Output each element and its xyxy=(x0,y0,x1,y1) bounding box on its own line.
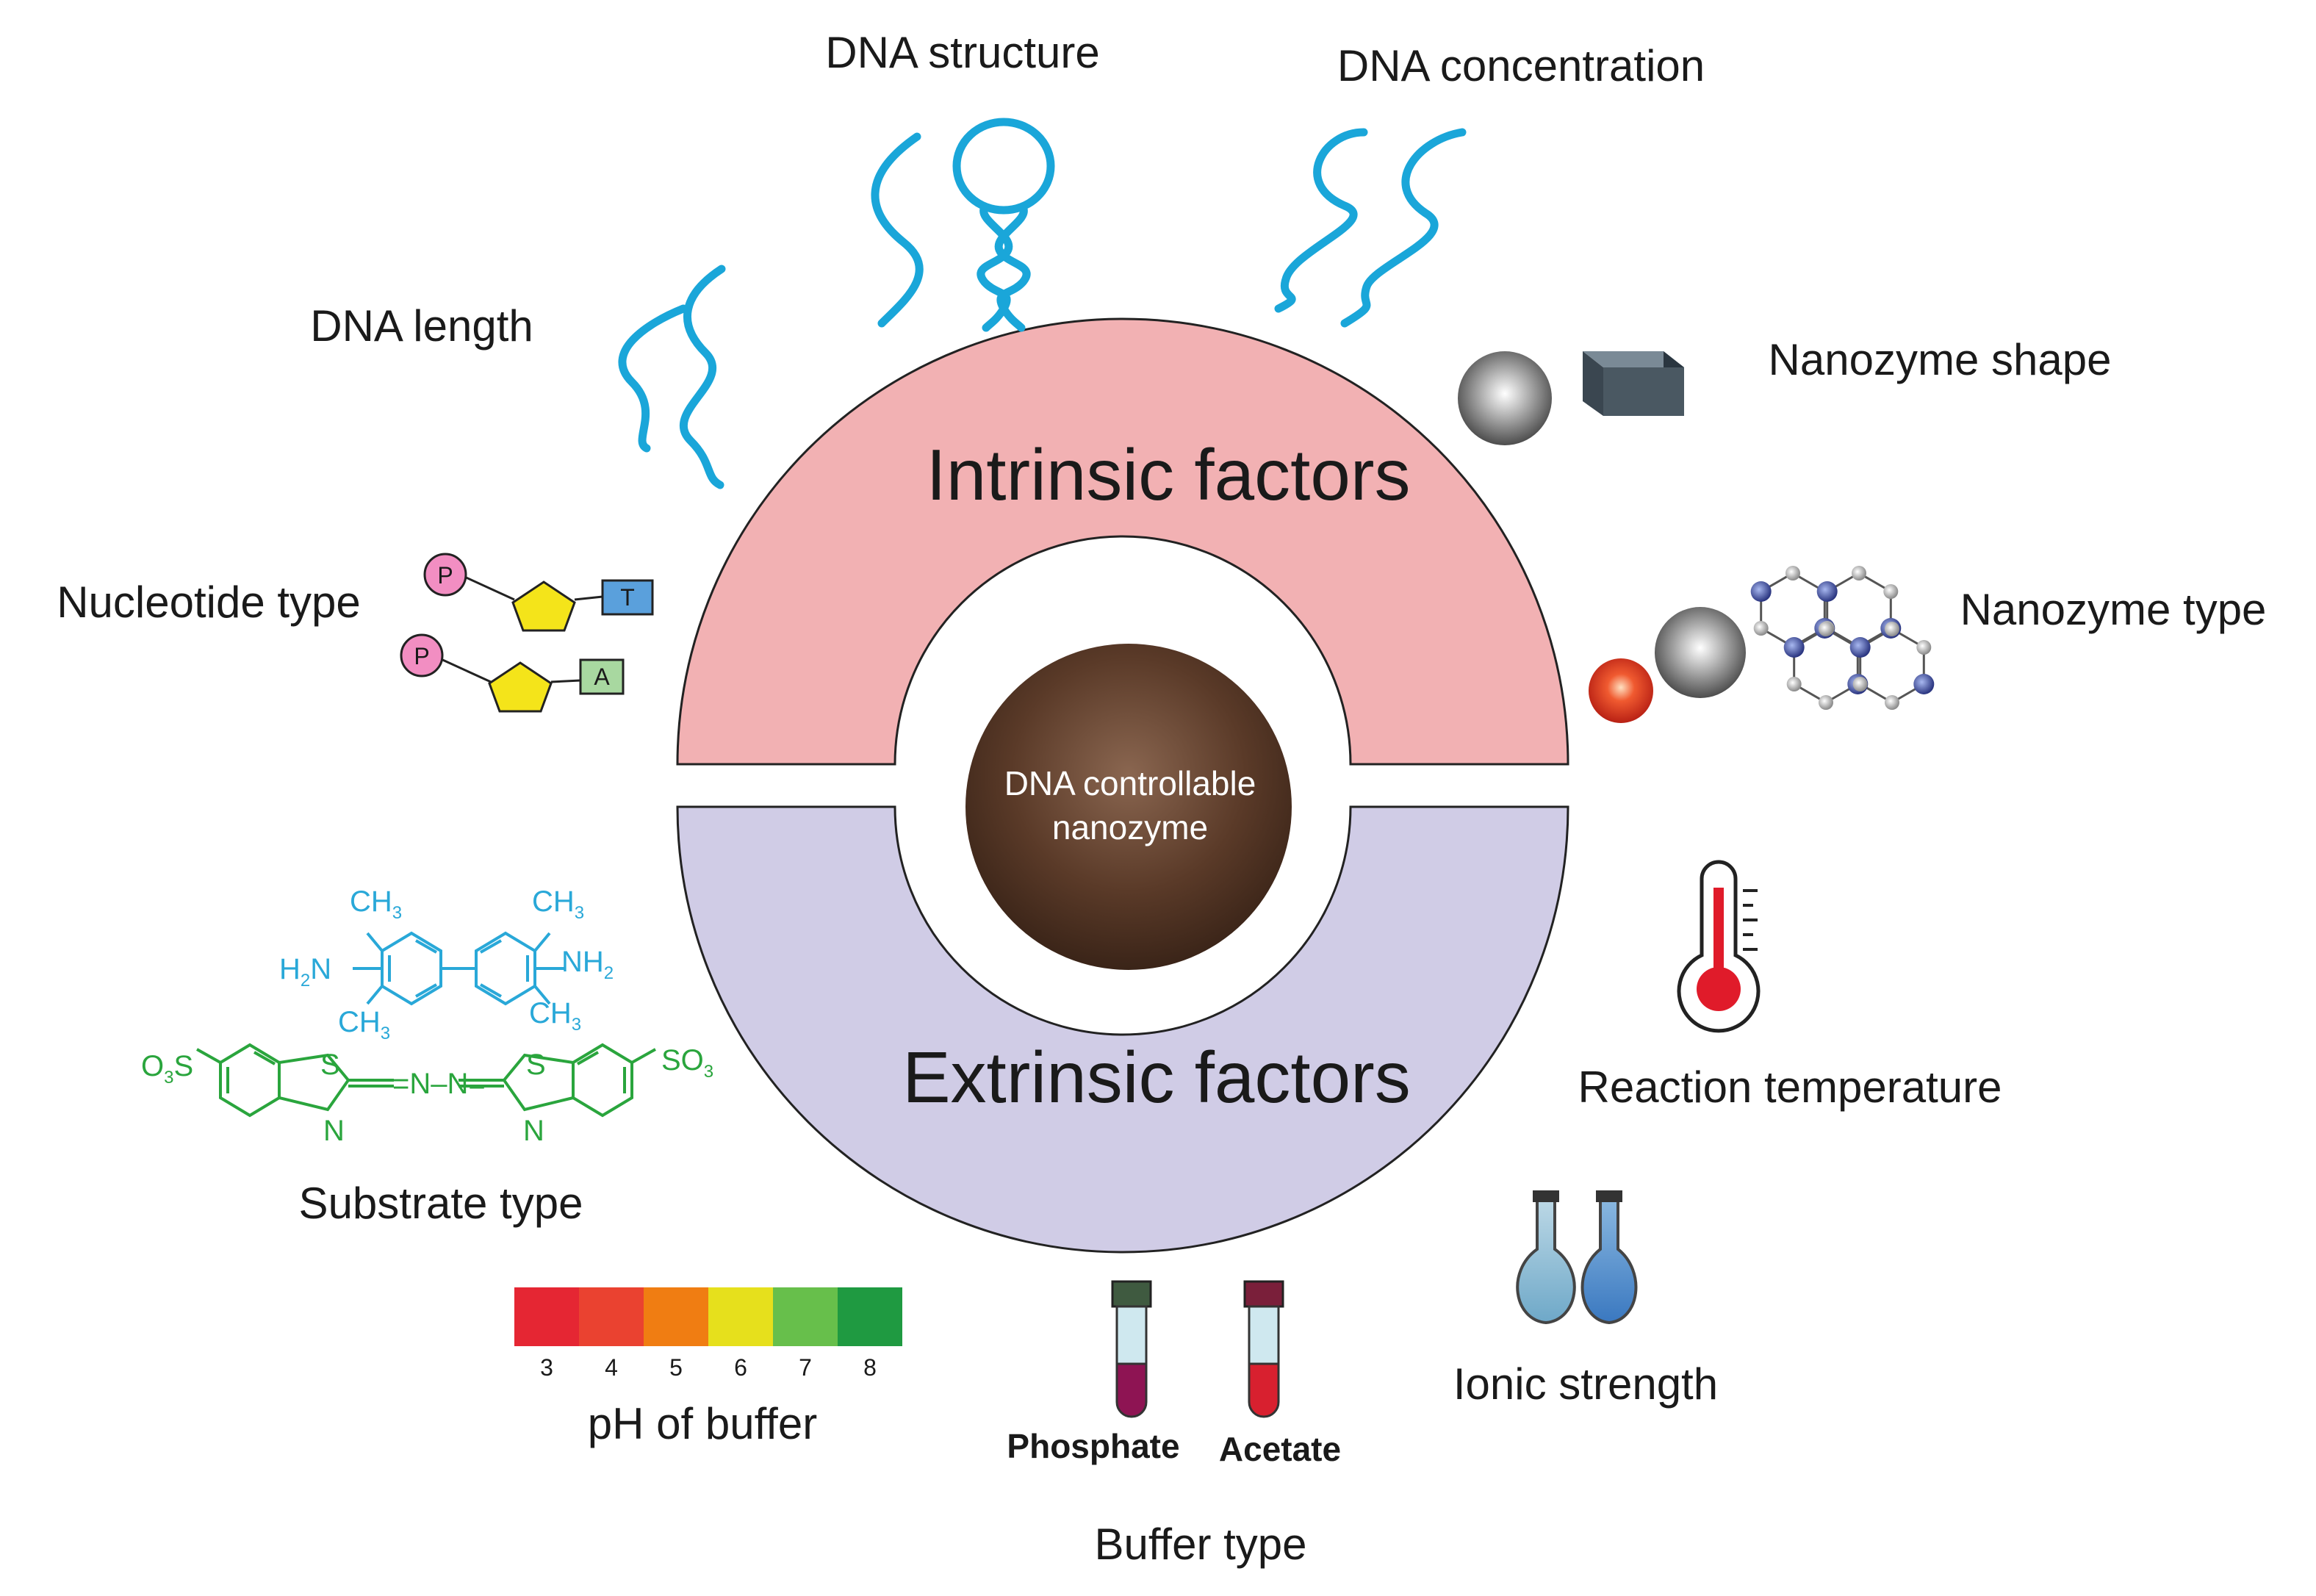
acetate-label: Acetate xyxy=(1219,1430,1341,1468)
phosphate-icon xyxy=(423,553,467,597)
ph-swatch xyxy=(708,1287,773,1346)
carbon-atom xyxy=(1819,622,1833,636)
carbon-atom xyxy=(1753,621,1769,636)
tmb-nh2: NH2 xyxy=(561,946,614,983)
carbon-atom xyxy=(1786,677,1802,691)
grey-nanoparticle-icon xyxy=(1655,607,1746,698)
intrinsic-title: Intrinsic factors xyxy=(927,434,1411,515)
dna-concentration-icon xyxy=(1274,128,1467,328)
ph-tick-label: 5 xyxy=(669,1354,683,1381)
ph-tick-label: 3 xyxy=(540,1354,553,1381)
center-label-line2: nanozyme xyxy=(1052,808,1208,846)
nucleotide-type-label: Nucleotide type xyxy=(57,578,361,627)
flask-icon-left xyxy=(1516,1190,1576,1325)
abts-so3-right: SO3 xyxy=(661,1044,713,1082)
dna-hairpin-icon xyxy=(952,118,1055,332)
nitrogen-atom xyxy=(1750,581,1772,602)
nitrogen-atom xyxy=(1849,637,1871,658)
ph-swatch xyxy=(514,1287,579,1346)
nitrogen-atom xyxy=(1816,581,1838,602)
tmb-ch3-topleft: CH3 xyxy=(350,885,402,923)
dna-length-icon xyxy=(618,265,726,489)
tmb-ch3-bottomright: CH3 xyxy=(529,997,581,1035)
test-tube-icon xyxy=(1243,1280,1284,1418)
ph-tick-label: 6 xyxy=(734,1354,747,1381)
ph-color-scale xyxy=(514,1287,902,1346)
dna-length-label: DNA length xyxy=(310,301,533,351)
carbon-atom xyxy=(1785,566,1800,580)
nanozyme-type-label: Nanozyme type xyxy=(1960,585,2267,634)
tmb-ch3-bottomleft: CH3 xyxy=(338,1006,390,1043)
nucleotide-t: P T xyxy=(423,553,654,632)
phosphate-letter: P xyxy=(437,562,453,589)
dna-structure-label: DNA structure xyxy=(825,28,1099,77)
tmb-h2n: H2N xyxy=(279,953,331,991)
tmb-structure xyxy=(353,931,564,1006)
carbon-atom xyxy=(1885,622,1899,636)
carbon-atom xyxy=(1852,566,1866,580)
buffer-tubes xyxy=(1111,1280,1284,1418)
base-t-box xyxy=(601,579,654,616)
sugar-icon xyxy=(488,661,553,713)
carbon-atom xyxy=(1883,584,1899,599)
intrinsic-arc xyxy=(676,317,1569,766)
extrinsic-title: Extrinsic factors xyxy=(902,1037,1411,1118)
substrate-type-label: Substrate type xyxy=(299,1179,583,1228)
ionic-strength-label: Ionic strength xyxy=(1453,1359,1718,1409)
red-nanoparticle-icon xyxy=(1589,658,1653,723)
reaction-temperature-label: Reaction temperature xyxy=(1578,1063,2002,1112)
graphene-lattice-icon xyxy=(1750,566,1935,710)
base-a-box xyxy=(579,658,625,695)
abts-n-left: N xyxy=(323,1115,345,1147)
ph-tick-label: 8 xyxy=(863,1354,877,1381)
tmb-ch3-topright: CH3 xyxy=(532,885,584,923)
abts-s-left: S xyxy=(320,1049,340,1081)
test-tube-icon xyxy=(1111,1280,1152,1418)
dna-concentration-label: DNA concentration xyxy=(1337,41,1705,90)
base-letter: A xyxy=(594,664,610,690)
ph-tick-label: 4 xyxy=(605,1354,618,1381)
dna-strand-icon xyxy=(871,132,924,328)
sphere-icon xyxy=(1458,351,1552,445)
ph-swatch xyxy=(579,1287,644,1346)
carbon-atom xyxy=(1852,677,1868,691)
carbon-atom xyxy=(1885,695,1899,710)
ph-swatch xyxy=(773,1287,838,1346)
thermometer-icon xyxy=(1677,860,1761,1033)
phosphate-icon xyxy=(400,633,444,677)
nucleotide-a: P A xyxy=(400,633,625,713)
base-letter: T xyxy=(620,584,635,611)
abts-so3-left: O3S xyxy=(141,1050,193,1088)
carbon-atom xyxy=(1819,695,1833,710)
abts-s-right: S xyxy=(526,1049,546,1081)
nanozyme-shape-label: Nanozyme shape xyxy=(1769,335,2112,384)
nitrogen-atom xyxy=(1783,637,1805,658)
flask-icon-right xyxy=(1580,1190,1638,1325)
center-label-line1: DNA controllable xyxy=(1004,764,1256,802)
carbon-atom xyxy=(1916,640,1932,655)
abts-structure xyxy=(196,1043,656,1118)
ph-of-buffer-label: pH of buffer xyxy=(588,1399,817,1448)
abts-n-right: N xyxy=(523,1115,544,1147)
ph-tick-label: 7 xyxy=(799,1354,812,1381)
ph-swatch xyxy=(644,1287,708,1346)
ph-swatch xyxy=(838,1287,902,1346)
extrinsic-arc xyxy=(676,805,1569,1254)
nanozyme-core xyxy=(965,644,1292,970)
phosphate-letter: P xyxy=(414,643,429,669)
sugar-icon xyxy=(511,580,576,632)
abts-azine: =N–N= xyxy=(392,1068,486,1100)
ph-ticks: 3 4 5 6 7 8 xyxy=(540,1354,877,1381)
nitrogen-atom xyxy=(1913,674,1935,694)
cube-icon xyxy=(1583,351,1684,416)
phosphate-label: Phosphate xyxy=(1007,1427,1179,1465)
buffer-type-label: Buffer type xyxy=(1094,1520,1306,1569)
